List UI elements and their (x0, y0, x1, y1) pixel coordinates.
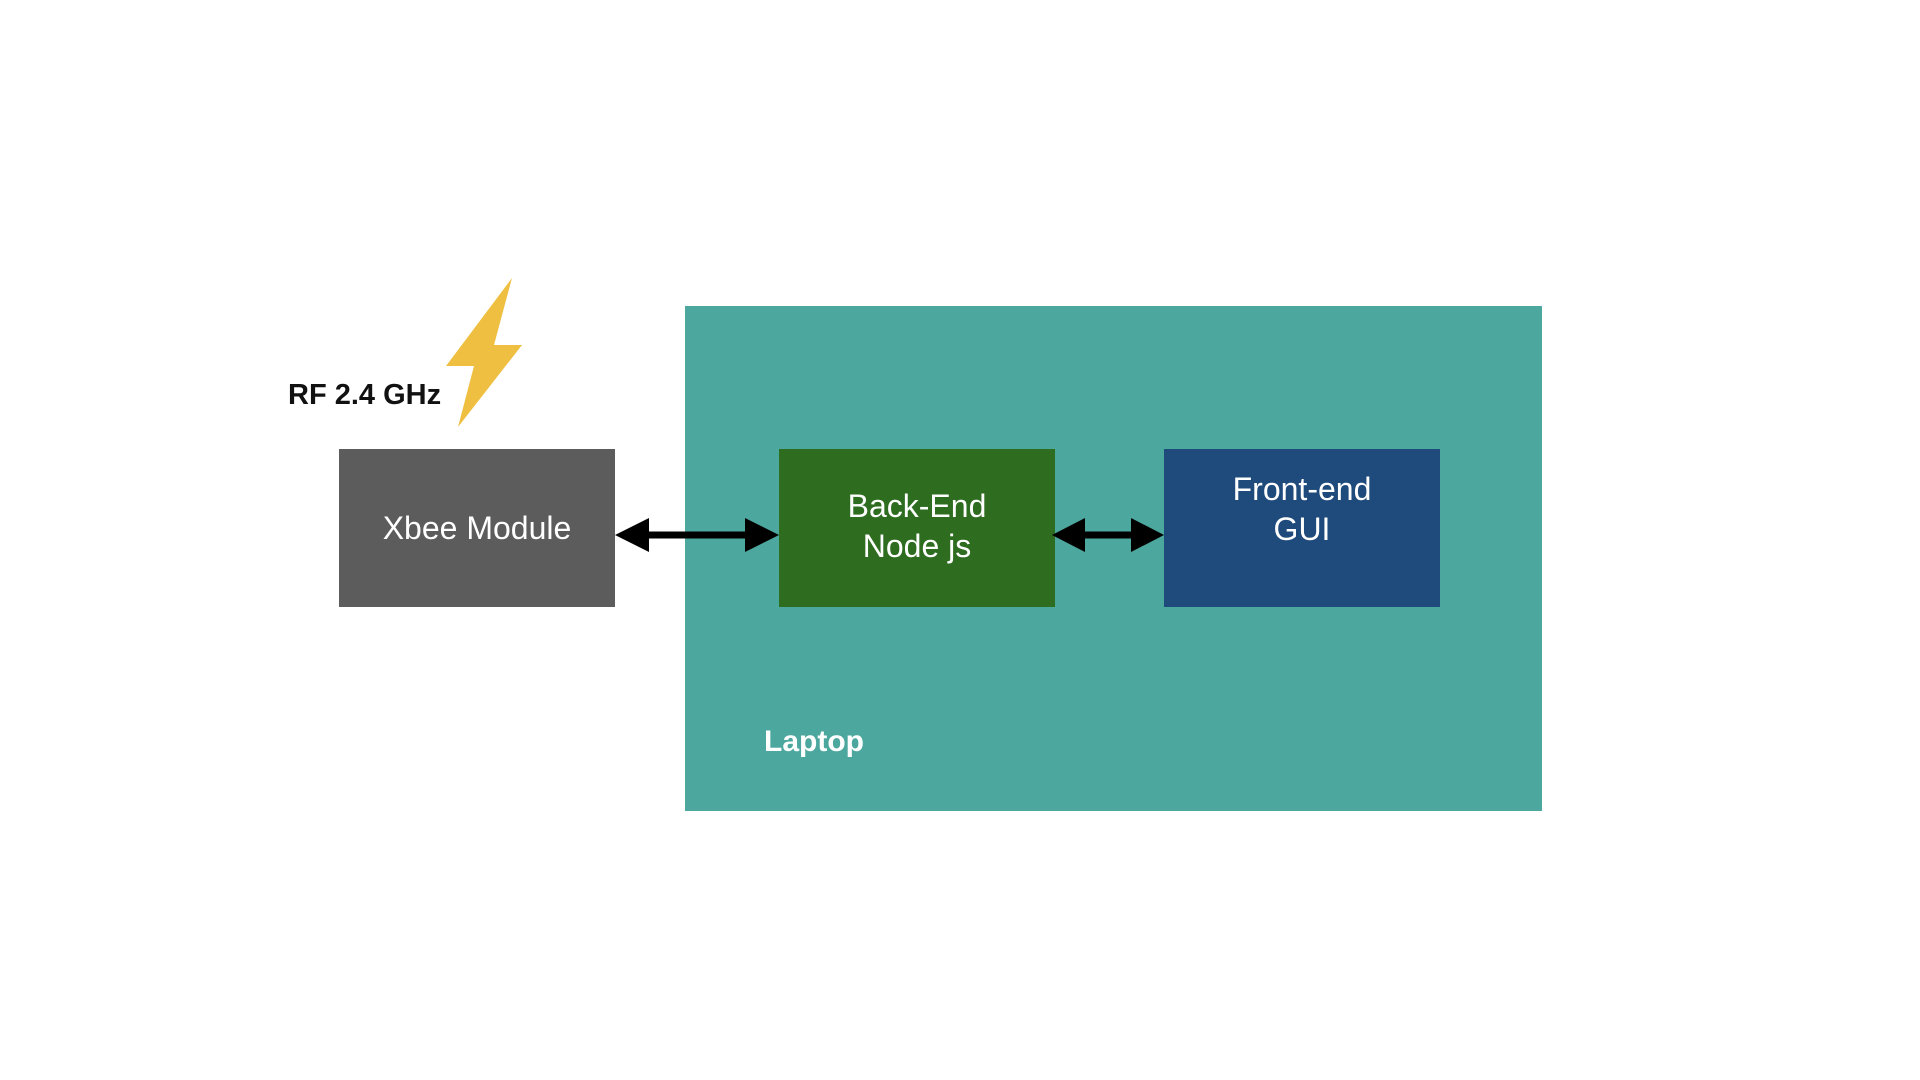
frontend-subtitle: GUI (1273, 511, 1331, 547)
xbee-module-label: Xbee Module (382, 510, 572, 546)
xbee-module-box: Xbee Module (339, 449, 615, 607)
arrow-xbee-backend-head-left (615, 518, 649, 552)
lightning-bolt-icon (446, 278, 522, 427)
laptop-label: Laptop (764, 725, 864, 758)
backend-box: Back-End Node js (779, 449, 1055, 607)
backend-subtitle: Node js (862, 528, 972, 564)
rf-frequency-label: RF 2.4 GHz (288, 379, 442, 411)
backend-title: Back-End (847, 488, 987, 524)
frontend-title: Front-end (1232, 471, 1372, 507)
frontend-box: Front-end GUI (1164, 449, 1440, 607)
